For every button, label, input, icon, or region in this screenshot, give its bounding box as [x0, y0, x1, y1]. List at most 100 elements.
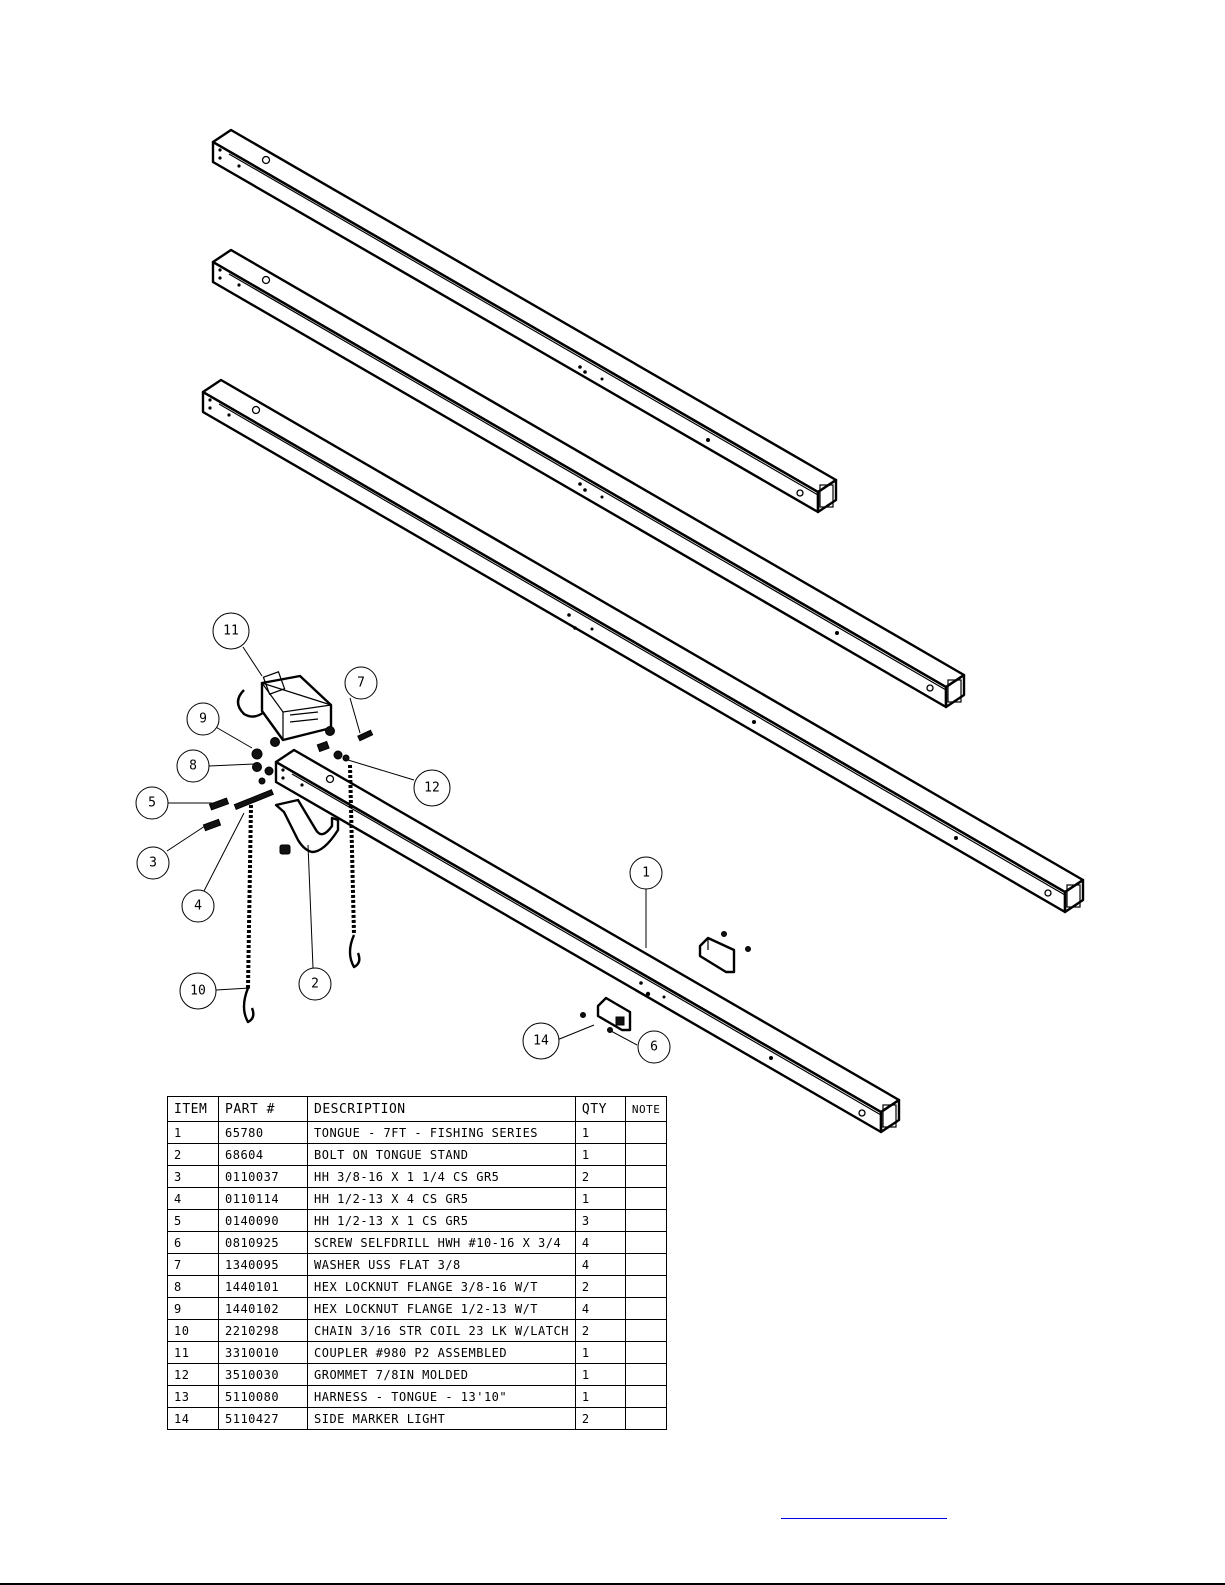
bom-cell-note — [624, 1165, 668, 1188]
balloon-14: 14 — [522, 1022, 560, 1060]
bom-header-description: DESCRIPTION — [307, 1096, 576, 1122]
bom-cell-item: 1 — [167, 1121, 219, 1144]
bom-cell-note — [624, 1253, 668, 1276]
bom-cell-note — [624, 1341, 668, 1364]
svg-text:11: 11 — [223, 624, 239, 639]
bom-cell-description: HH 1/2-13 X 4 CS GR5 — [307, 1187, 576, 1210]
balloon-11: 11 — [212, 612, 250, 650]
svg-text:7: 7 — [357, 676, 365, 691]
tongue-tube-top — [211, 128, 838, 514]
balloon-6: 6 — [637, 1030, 671, 1064]
balloon-9: 9 — [186, 702, 220, 736]
bom-cell-qty: 4 — [574, 1297, 626, 1320]
balloon-2: 2 — [298, 967, 332, 1001]
bom-cell-qty: 1 — [574, 1385, 626, 1408]
bom-header-part: PART # — [218, 1096, 308, 1122]
svg-text:2: 2 — [311, 977, 319, 992]
safety-chains — [242, 764, 361, 1024]
bom-cell-description: HH 1/2-13 X 1 CS GR5 — [307, 1209, 576, 1232]
bom-cell-part: 65780 — [218, 1121, 308, 1144]
bom-cell-note — [624, 1275, 668, 1298]
tongue-assembly-tube — [274, 748, 901, 1134]
bom-cell-part: 0110114 — [218, 1187, 308, 1210]
bom-cell-note — [624, 1319, 668, 1342]
tongue-tube-long — [201, 378, 1085, 914]
svg-text:9: 9 — [199, 712, 207, 727]
bom-header-item: ITEM — [167, 1096, 219, 1122]
bom-cell-qty: 3 — [574, 1209, 626, 1232]
balloon-1: 1 — [629, 856, 663, 890]
svg-text:14: 14 — [533, 1034, 549, 1049]
svg-text:1: 1 — [642, 866, 650, 881]
bom-cell-part: 1440101 — [218, 1275, 308, 1298]
bom-cell-part: 0810925 — [218, 1231, 308, 1254]
hardware — [202, 726, 374, 855]
bom-cell-qty: 1 — [574, 1341, 626, 1364]
bom-cell-part: 5110080 — [218, 1385, 308, 1408]
svg-text:12: 12 — [424, 781, 440, 796]
bom-cell-note — [624, 1385, 668, 1408]
tongue-stand — [274, 798, 340, 854]
balloon-5: 5 — [135, 786, 169, 820]
bom-cell-description: CHAIN 3/16 STR COIL 23 LK W/LATCH — [307, 1319, 576, 1342]
bom-cell-qty: 4 — [574, 1253, 626, 1276]
bom-cell-note — [624, 1143, 668, 1166]
balloon-10: 10 — [179, 972, 217, 1010]
bom-cell-part: 1340095 — [218, 1253, 308, 1276]
bom-cell-description: SIDE MARKER LIGHT — [307, 1407, 576, 1430]
bom-cell-description: COUPLER #980 P2 ASSEMBLED — [307, 1341, 576, 1364]
bom-cell-note — [624, 1187, 668, 1210]
bom-cell-qty: 4 — [574, 1231, 626, 1254]
bom-cell-note — [624, 1407, 668, 1430]
svg-text:10: 10 — [190, 984, 206, 999]
bom-cell-description: HEX LOCKNUT FLANGE 1/2-13 W/T — [307, 1297, 576, 1320]
bom-cell-qty: 2 — [574, 1165, 626, 1188]
bom-cell-qty: 1 — [574, 1121, 626, 1144]
bom-cell-item: 14 — [167, 1407, 219, 1430]
bom-cell-item: 11 — [167, 1341, 219, 1364]
tongue-tube-middle — [211, 248, 966, 709]
bom-cell-part: 2210298 — [218, 1319, 308, 1342]
bom-header-note: NOTE — [624, 1096, 668, 1122]
bom-cell-item: 2 — [167, 1143, 219, 1166]
bom-header-row: ITEM PART # DESCRIPTION QTY NOTE — [167, 1096, 668, 1122]
balloon-4: 4 — [181, 889, 215, 923]
bom-cell-part: 3310010 — [218, 1341, 308, 1364]
bom-cell-description: HH 3/8-16 X 1 1/4 CS GR5 — [307, 1165, 576, 1188]
bom-cell-description: TONGUE - 7FT - FISHING SERIES — [307, 1121, 576, 1144]
svg-text:4: 4 — [194, 899, 202, 914]
bom-cell-part: 3510030 — [218, 1363, 308, 1386]
side-marker-lights — [580, 931, 751, 1033]
bottom-rule — [0, 1583, 1225, 1585]
bom-cell-description: SCREW SELFDRILL HWH #10-16 X 3/4 — [307, 1231, 576, 1254]
bom-cell-description: GROMMET 7/8IN MOLDED — [307, 1363, 576, 1386]
bom-cell-part: 0140090 — [218, 1209, 308, 1232]
bom-cell-item: 7 — [167, 1253, 219, 1276]
footer-link[interactable] — [781, 1502, 947, 1519]
bom-cell-part: 68604 — [218, 1143, 308, 1166]
bom-cell-part: 1440102 — [218, 1297, 308, 1320]
svg-text:8: 8 — [189, 759, 197, 774]
bom-cell-item: 12 — [167, 1363, 219, 1386]
bom-cell-description: HARNESS - TONGUE - 13'10" — [307, 1385, 576, 1408]
bom-cell-note — [624, 1297, 668, 1320]
coupler — [236, 671, 333, 742]
balloon-8: 8 — [176, 749, 210, 783]
bom-cell-description: HEX LOCKNUT FLANGE 3/8-16 W/T — [307, 1275, 576, 1298]
balloon-7: 7 — [344, 666, 378, 700]
